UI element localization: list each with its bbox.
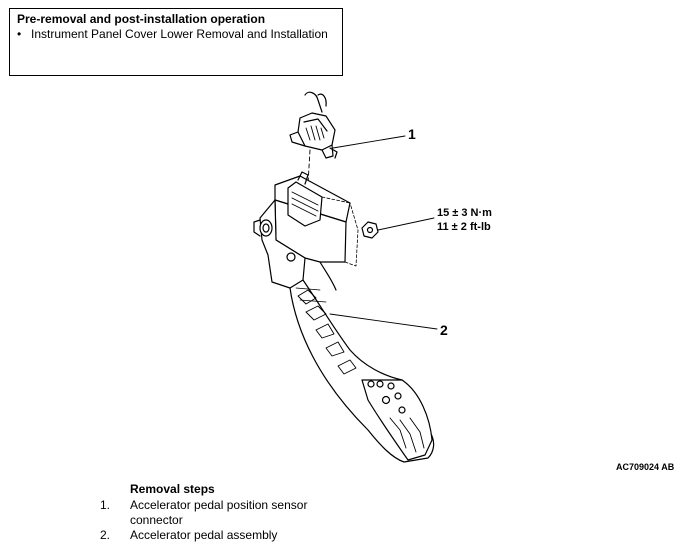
pre-removal-note-box: Pre-removal and post-installation operat… (9, 8, 343, 76)
step-item: 2. Accelerator pedal assembly (100, 528, 400, 543)
torque-spec: 15 ± 3 N·m 11 ± 2 ft-lb (437, 206, 492, 234)
step-item: 1. Accelerator pedal position sensor con… (100, 498, 400, 528)
step-text: Accelerator pedal assembly (130, 528, 278, 542)
callout-label-1: 1 (408, 126, 416, 142)
bullet-icon: • (17, 27, 22, 41)
torque-leader (377, 217, 435, 231)
connector-drawing (289, 91, 338, 159)
step-number: 1. (100, 498, 111, 512)
callout-2-leader (329, 313, 438, 330)
pedal-assembly-drawing (253, 171, 435, 463)
torque-imperial: 11 ± 2 ft-lb (437, 221, 491, 233)
callout-1-leader (332, 135, 406, 149)
torque-metric: 15 ± 3 N·m (437, 207, 492, 219)
note-title: Pre-removal and post-installation operat… (17, 12, 266, 26)
note-item: • Instrument Panel Cover Lower Removal a… (17, 27, 335, 42)
removal-steps-title: Removal steps (130, 482, 215, 496)
connector-guide-line (307, 149, 311, 185)
note-item-text: Instrument Panel Cover Lower Removal and… (31, 27, 328, 41)
step-number: 2. (100, 528, 111, 542)
removal-steps: Removal steps 1. Accelerator pedal posit… (100, 482, 400, 543)
figure-id: AC709024 AB (616, 462, 675, 472)
step-text: Accelerator pedal position sensor connec… (130, 498, 308, 527)
callout-label-2: 2 (440, 322, 448, 338)
